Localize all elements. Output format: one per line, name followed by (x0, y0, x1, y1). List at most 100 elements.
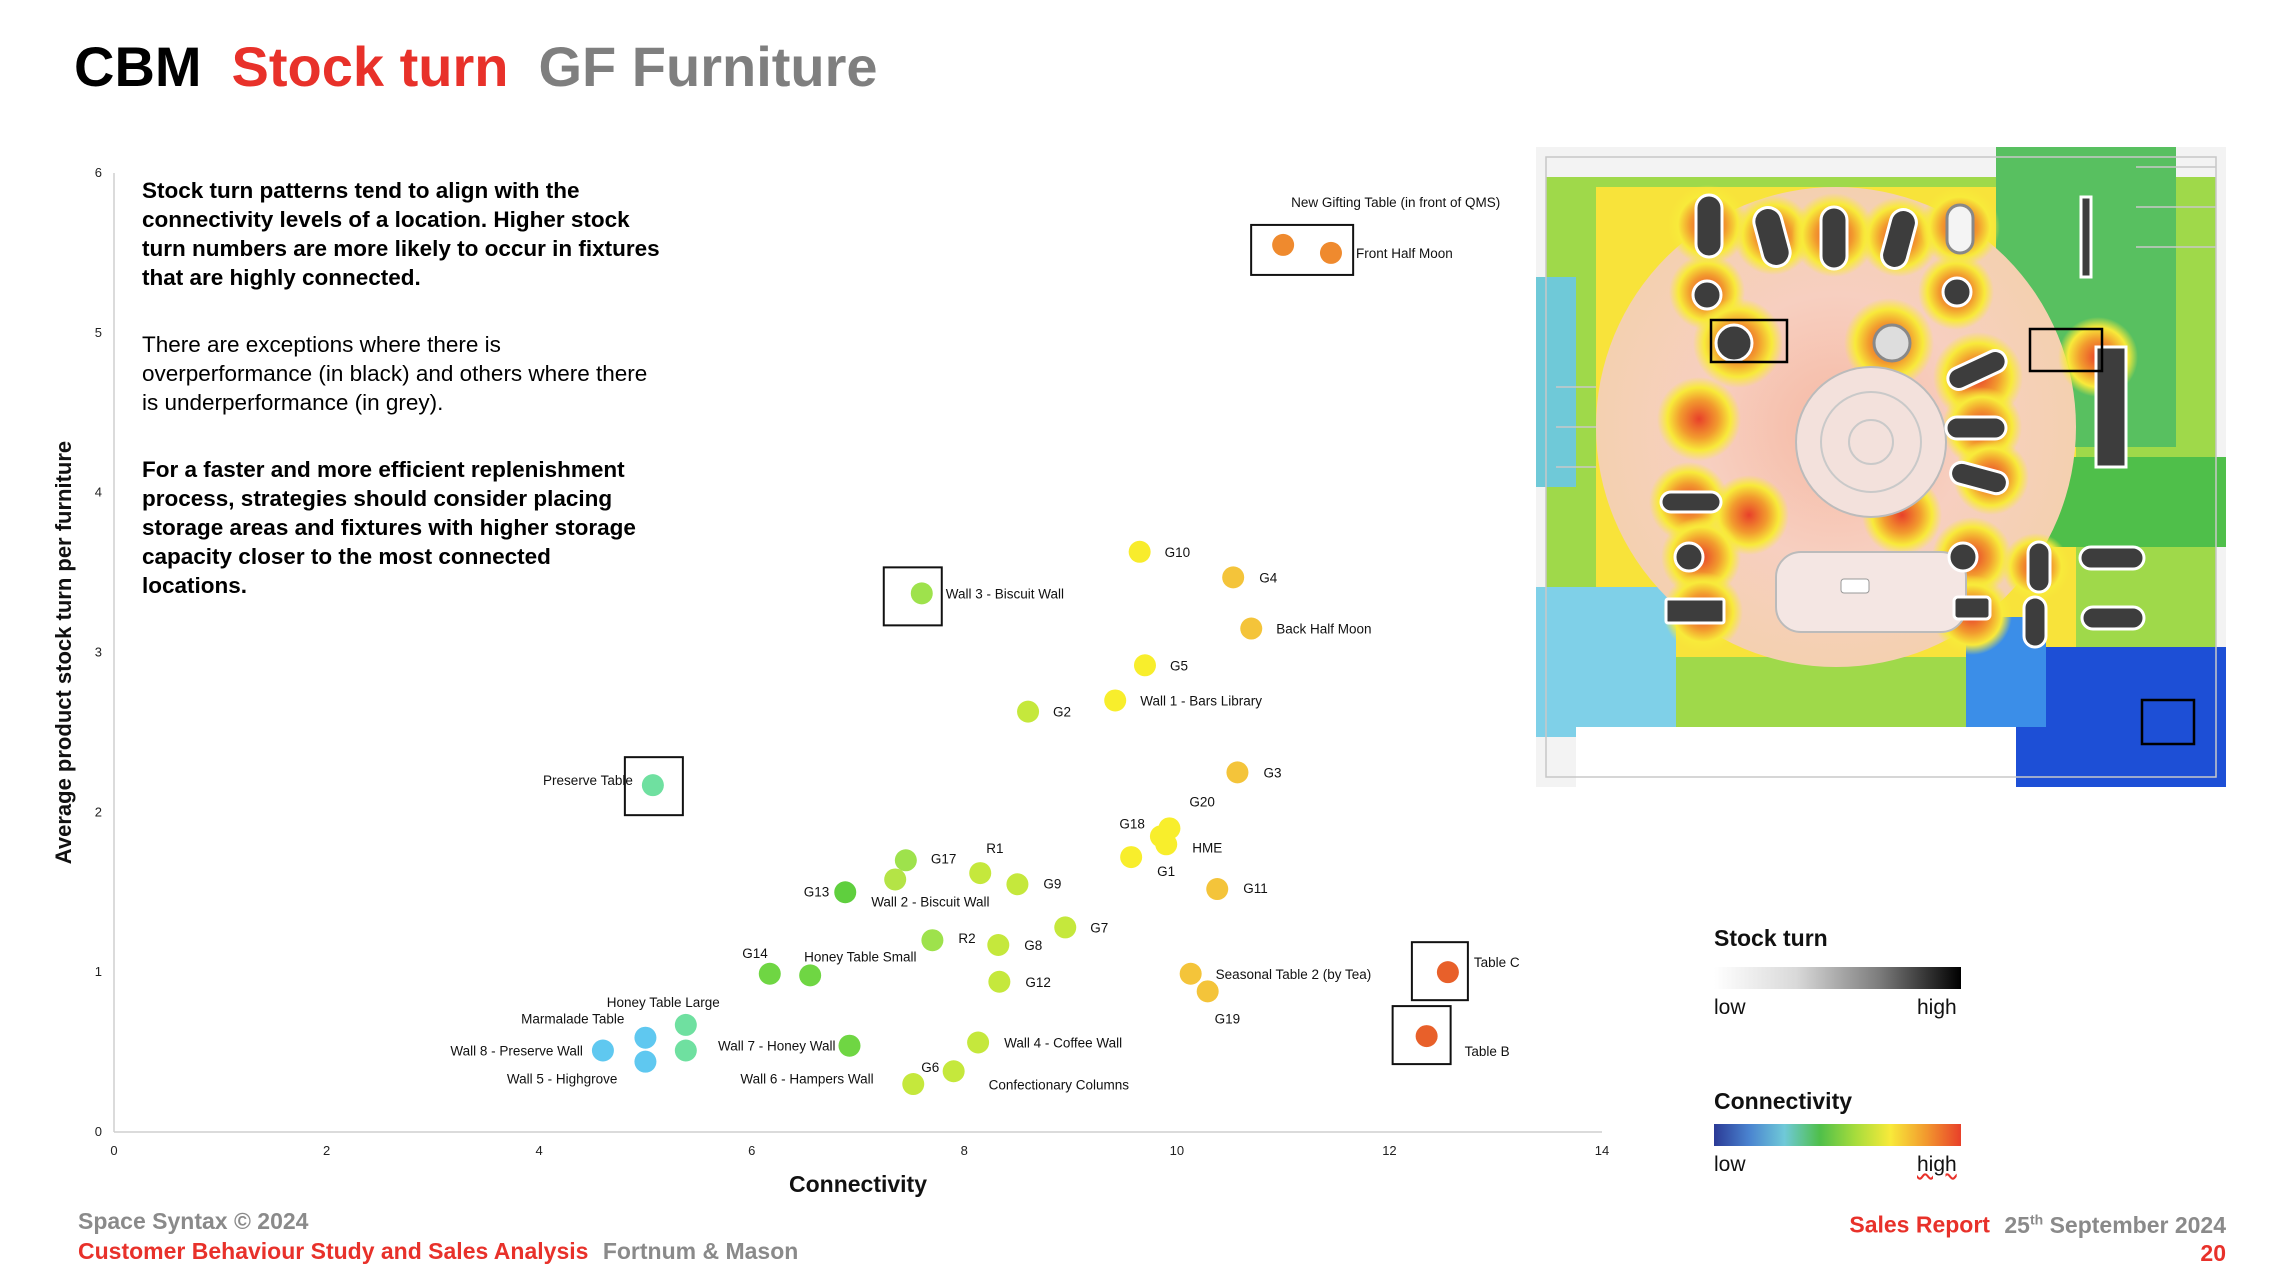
data-point (1415, 1025, 1438, 1048)
data-point-label: G8 (1024, 938, 1042, 953)
data-point-label: Marmalade Table (521, 1012, 624, 1027)
data-point-label: New Gifting Table (in front of QMS) (1291, 195, 1500, 210)
data-point (1120, 846, 1143, 869)
data-point-label: R2 (958, 931, 975, 946)
intro-paragraph-2: There are exceptions where there is over… (142, 332, 648, 415)
title-cbm: CBM (74, 35, 202, 98)
data-point (988, 970, 1011, 993)
data-point-label: G11 (1243, 881, 1268, 896)
data-point-label: G3 (1263, 765, 1281, 780)
data-point-label: G14 (742, 946, 768, 961)
legend-connectivity-bar (1714, 1124, 1961, 1146)
data-point-label: Wall 2 - Biscuit Wall (871, 894, 989, 909)
data-point-label: G13 (804, 884, 830, 899)
x-tick-label: 10 (1170, 1143, 1184, 1158)
legend-connectivity-low: low (1714, 1153, 1746, 1176)
intro-paragraph-1: Stock turn patterns tend to align with t… (142, 178, 660, 290)
data-point (1054, 916, 1077, 939)
y-tick-label: 6 (95, 165, 102, 180)
legend-connectivity-title: Connectivity (1714, 1088, 1853, 1114)
y-tick-label: 3 (95, 645, 102, 660)
data-point (634, 1050, 657, 1073)
data-point-label: Wall 7 - Honey Wall (718, 1039, 836, 1054)
highlight-box (1410, 941, 1469, 1002)
data-point (967, 1031, 990, 1054)
data-point (1196, 980, 1219, 1003)
data-point-label: Honey Table Large (607, 995, 720, 1010)
floor-plan-heatmap (1536, 147, 2226, 787)
data-point (987, 933, 1010, 956)
data-point-label: G5 (1170, 658, 1188, 673)
data-point-label: Back Half Moon (1276, 622, 1371, 637)
data-point (910, 582, 933, 605)
data-point (902, 1073, 925, 1096)
data-point-label: Front Half Moon (1356, 246, 1453, 261)
legend-connectivity-high: high (1917, 1153, 1957, 1176)
footer-report: Sales Report 25th September 2024 (1849, 1211, 2226, 1239)
x-tick-label: 14 (1595, 1143, 1609, 1158)
intro-text: Stock turn patterns tend to align with t… (142, 176, 662, 638)
data-point-label: G9 (1043, 876, 1061, 891)
highlight-box (1250, 223, 1355, 276)
x-tick-label: 0 (110, 1143, 117, 1158)
data-point (1206, 878, 1229, 901)
footer-date-rest: September 2024 (2049, 1211, 2226, 1238)
data-point-label: G4 (1259, 570, 1278, 585)
x-tick-label: 12 (1382, 1143, 1396, 1158)
y-tick-label: 0 (95, 1124, 102, 1139)
y-tick-label: 1 (95, 964, 102, 979)
data-point (834, 881, 857, 904)
data-point-label: Honey Table Small (804, 949, 916, 964)
data-point-label: Table C (1474, 955, 1520, 970)
data-point (1017, 700, 1040, 723)
data-point-label: Wall 3 - Biscuit Wall (946, 586, 1064, 601)
data-point-label: Table B (1465, 1044, 1510, 1059)
data-point (1104, 689, 1127, 712)
data-point-label: Confectionary Columns (989, 1077, 1130, 1092)
legend-stock-bar (1714, 967, 1961, 989)
data-point-label: G12 (1025, 975, 1051, 990)
data-point-label: HME (1192, 840, 1222, 855)
footer-report-label: Sales Report (1849, 1211, 1990, 1238)
data-point-label: Wall 6 - Hampers Wall (740, 1071, 873, 1086)
data-point (894, 849, 917, 872)
data-point (1006, 873, 1029, 896)
data-point-label: G1 (1157, 864, 1175, 879)
x-tick-label: 4 (536, 1143, 543, 1158)
footer-date-day: 25 (2004, 1211, 2030, 1238)
footer-date-suffix: th (2029, 1211, 2044, 1227)
data-point-label: G7 (1090, 920, 1108, 935)
data-point-label: Preserve Table (543, 773, 633, 788)
footer-date: 25th September 2024 (2004, 1211, 2226, 1238)
data-point (1222, 566, 1245, 589)
highlight-box (1391, 1005, 1452, 1066)
data-point (758, 962, 781, 985)
data-point (838, 1034, 861, 1057)
footer-study-title: Customer Behaviour Study and Sales Analy… (78, 1238, 589, 1264)
intro-paragraph-3: For a faster and more efficient replenis… (142, 457, 636, 598)
x-tick-label: 6 (748, 1143, 755, 1158)
data-point-label: R1 (986, 841, 1003, 856)
y-tick-label: 5 (95, 325, 102, 340)
data-point (1133, 654, 1156, 677)
x-tick-label: 2 (323, 1143, 330, 1158)
data-point (1226, 761, 1249, 784)
highlight-box (623, 756, 684, 817)
data-point (1240, 617, 1263, 640)
data-point-label: Seasonal Table 2 (by Tea) (1216, 967, 1372, 982)
data-point-label: G20 (1189, 794, 1215, 809)
legend-stock-title: Stock turn (1714, 925, 1828, 951)
data-point (1155, 833, 1178, 856)
data-point (634, 1026, 657, 1049)
data-point (1319, 241, 1342, 264)
y-tick-label: 4 (95, 485, 102, 500)
footer-copyright: Space Syntax © 2024 (78, 1208, 309, 1234)
data-point-label: G17 (931, 851, 957, 866)
data-point-label: G10 (1165, 545, 1191, 560)
title-stock-turn: Stock turn (231, 35, 509, 98)
data-point-label: Wall 8 - Preserve Wall (450, 1043, 583, 1058)
footer-study: Customer Behaviour Study and Sales Analy… (78, 1238, 798, 1265)
data-point (674, 1013, 697, 1036)
data-point (799, 964, 822, 987)
